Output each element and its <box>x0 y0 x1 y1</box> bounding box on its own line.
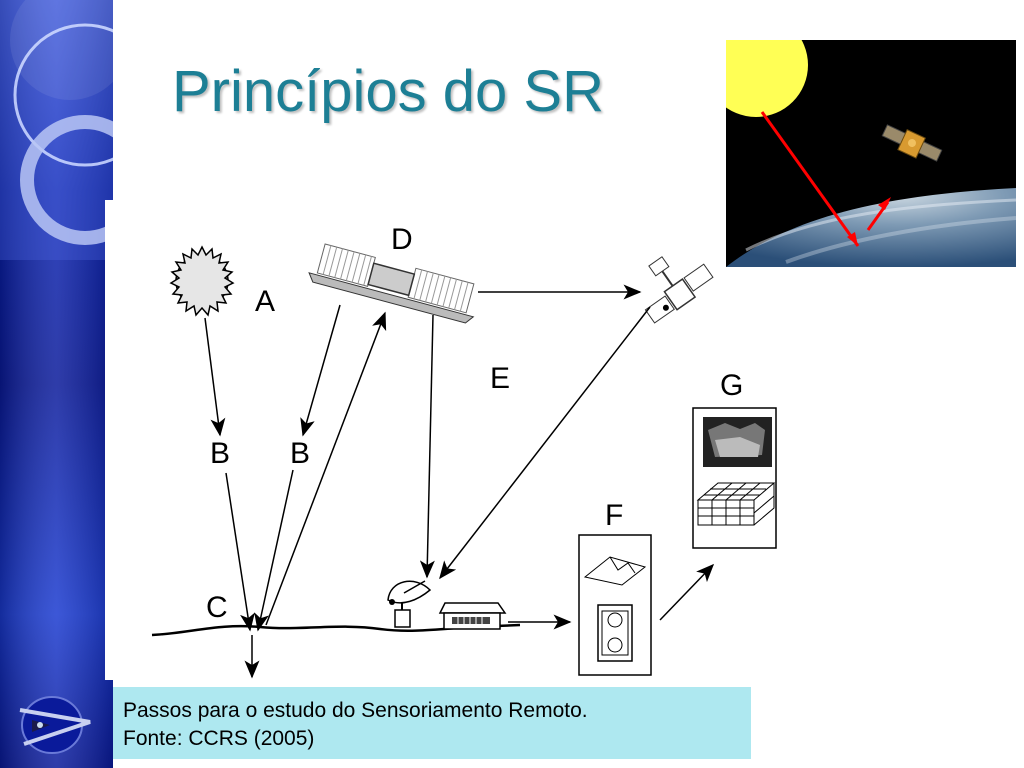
label-f: F <box>605 499 623 532</box>
label-e: E <box>490 362 510 395</box>
building-icon <box>438 602 507 630</box>
label-b-left: B <box>210 437 230 470</box>
caption-source: Fonte: CCRS (2005) <box>123 727 315 750</box>
label-b-right: B <box>290 437 310 470</box>
sun-icon <box>169 245 235 317</box>
processing-panel-f <box>578 534 652 676</box>
label-c: C <box>206 591 228 624</box>
label-a: A <box>255 285 275 318</box>
satellite-icon <box>644 256 714 324</box>
ground-station-icon <box>387 580 432 628</box>
satellite-icon <box>881 124 943 162</box>
satellite-earth-photo <box>726 40 1016 267</box>
output-panel-g <box>692 407 777 549</box>
slide-title: Princípios do SR <box>172 59 604 124</box>
left-decorative-band <box>0 0 113 768</box>
satellite-icon <box>308 243 475 324</box>
sun-icon <box>726 40 808 117</box>
presentation-logo-icon <box>19 696 91 754</box>
remote-sensing-diagram: A B B C D E F G <box>151 223 777 679</box>
figure-caption: Passos para o estudo do Sensoriamento Re… <box>113 687 751 759</box>
label-g: G <box>720 369 743 402</box>
label-d: D <box>391 223 413 256</box>
caption-description: Passos para o estudo do Sensoriamento Re… <box>123 699 588 722</box>
